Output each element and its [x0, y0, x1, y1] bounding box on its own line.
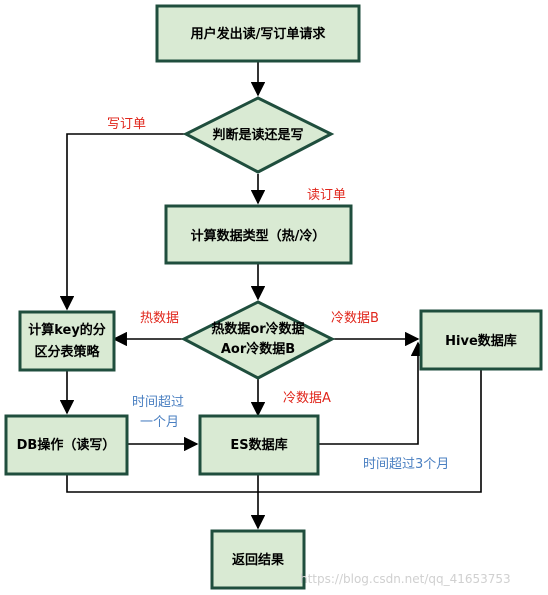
node-partition-strategy-line1: 计算key的分: [28, 322, 106, 338]
edge-label-over-one-month-line1: 时间超过: [132, 395, 184, 410]
edge-label-over-three-months: 时间超过3个月: [363, 457, 449, 472]
edge-label-cold-data-a: 冷数据A: [283, 391, 331, 406]
node-hot-cold-decision-line2: Aor冷数据B: [221, 341, 295, 357]
connectors: [59, 61, 482, 530]
node-db-operation: DB操作（读写）: [4, 414, 129, 476]
node-hot-cold-decision: 热数据or冷数据 Aor冷数据B: [180, 300, 336, 380]
node-compute-type-label: 计算数据类型（热/冷）: [191, 228, 326, 244]
node-db-operation-label: DB操作（读写）: [17, 437, 116, 453]
node-es-db: ES数据库: [198, 414, 320, 476]
node-es-db-label: ES数据库: [230, 437, 287, 453]
edge-label-write-order: 写订单: [107, 117, 146, 132]
edge-labels: 写订单 读订单 热数据 冷数据B 冷数据A 时间超过 一个月 时间超过3个月: [107, 117, 449, 472]
node-read-write-decision-label: 判断是读还是写: [212, 127, 303, 143]
edge-label-read-order: 读订单: [307, 188, 346, 203]
edge-hive-to-result: [258, 369, 482, 493]
node-compute-type: 计算数据类型（热/冷）: [164, 204, 353, 265]
node-result-label: 返回结果: [232, 552, 284, 568]
edge-label-hot-data: 热数据: [140, 311, 179, 326]
edge-decide-to-shard-write: [59, 133, 186, 311]
node-read-write-decision: 判断是读还是写: [182, 96, 335, 174]
watermark: https://blog.csdn.net/qq_41653753: [300, 572, 511, 586]
node-hive-db-label: Hive数据库: [445, 333, 517, 349]
edge-label-over-one-month-line2: 一个月: [140, 415, 179, 430]
edge-es-to-hive-three-months: [318, 341, 426, 445]
node-hot-cold-decision-line1: 热数据or冷数据: [211, 321, 304, 337]
node-start-label: 用户发出读/写订单请求: [190, 26, 327, 42]
node-partition-strategy: 计算key的分 区分表策略: [18, 310, 116, 372]
node-result: 返回结果: [210, 529, 306, 590]
node-start: 用户发出读/写订单请求: [155, 4, 361, 63]
edge-label-cold-data-b: 冷数据B: [331, 311, 379, 326]
node-hive-db: Hive数据库: [419, 309, 543, 371]
node-partition-strategy-line2: 区分表策略: [34, 344, 100, 360]
edge-db-to-result: [66, 474, 258, 493]
